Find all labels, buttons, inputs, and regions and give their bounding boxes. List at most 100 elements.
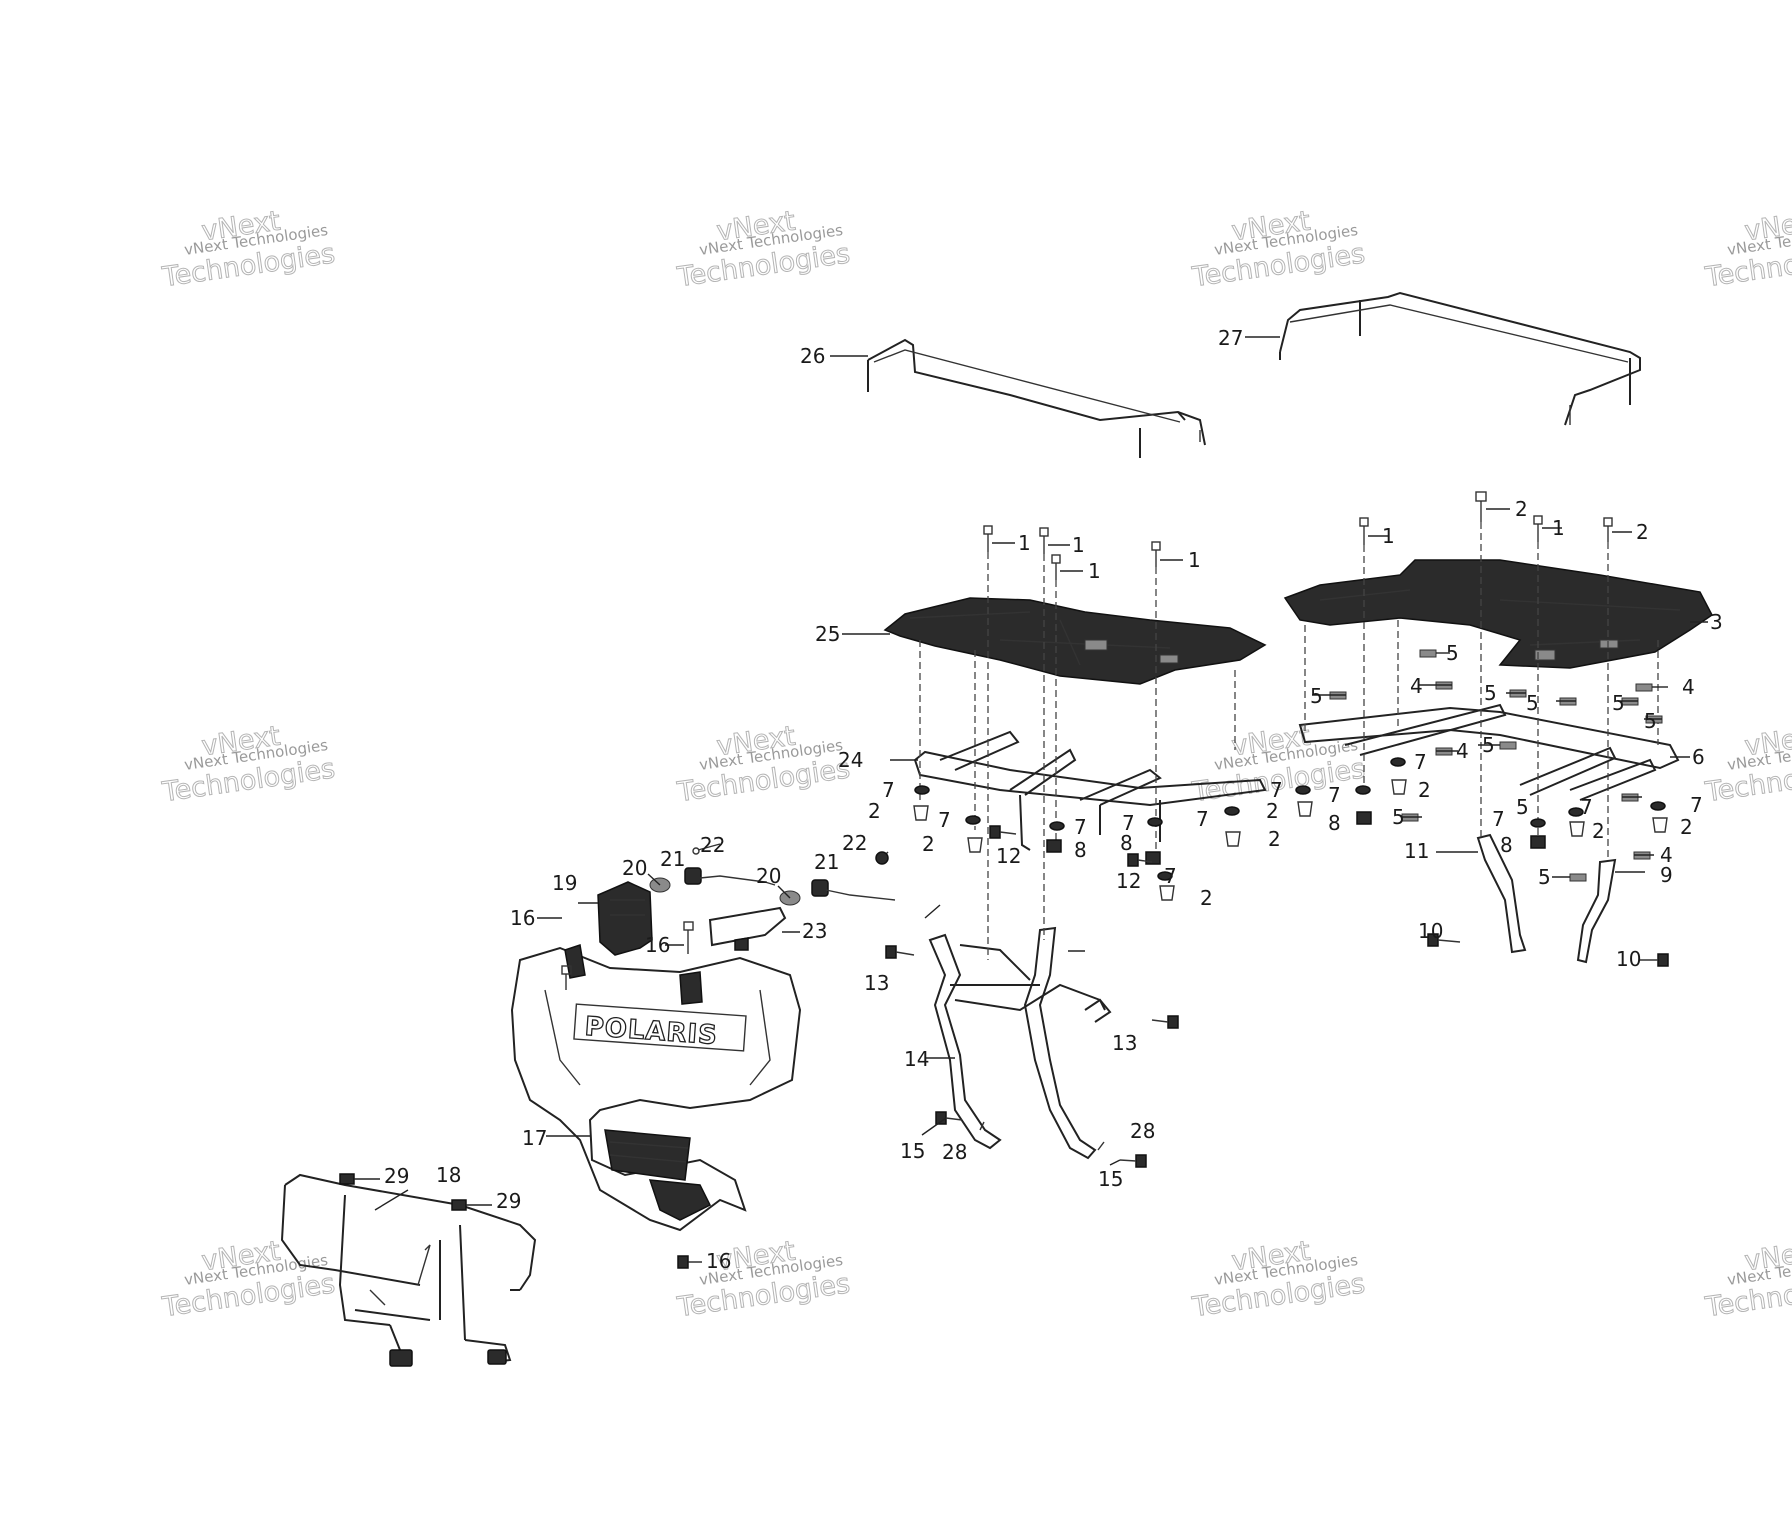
watermark: vNext vNext Technologies Technologies xyxy=(1189,205,1367,294)
callout-13: 13 xyxy=(864,971,889,995)
watermark: vNext vNext Technologies Technologies xyxy=(1189,1235,1367,1324)
washer-icon xyxy=(1568,807,1584,817)
callout-8: 8 xyxy=(1500,833,1513,857)
callout-2: 2 xyxy=(1418,778,1431,802)
bolt-icon xyxy=(1151,1015,1179,1029)
callout-8: 8 xyxy=(1074,838,1087,862)
bolt-icon xyxy=(561,965,572,990)
callout-7: 7 xyxy=(1580,795,1593,819)
washer-icon xyxy=(1157,871,1173,881)
callout-17: 17 xyxy=(522,1126,547,1150)
callout-5: 5 xyxy=(1612,691,1625,715)
callout-4: 4 xyxy=(1660,843,1673,867)
bolt-icon xyxy=(1159,885,1175,901)
callout-11: 11 xyxy=(1404,839,1429,863)
washer-icon xyxy=(1147,817,1163,827)
callout-4: 4 xyxy=(1456,739,1469,763)
callout-15: 15 xyxy=(1098,1167,1123,1191)
washer-icon xyxy=(1390,757,1406,767)
front-cover: POLARIS xyxy=(510,944,802,1232)
watermark: vNext vNext Technologies Technologies xyxy=(1702,205,1792,294)
bolt-icon xyxy=(1039,527,1049,554)
rear-bracket-right xyxy=(1576,858,1617,964)
callout-2: 2 xyxy=(1680,815,1693,839)
callout-24: 24 xyxy=(838,748,863,772)
bolt-icon xyxy=(1225,831,1241,847)
callout-7: 7 xyxy=(882,778,895,802)
rear-rack-rail xyxy=(1279,291,1641,426)
callout-5: 5 xyxy=(1516,795,1529,819)
front-bumper-bracket xyxy=(928,926,1112,1160)
callouts: 26 27 1 1 1 1 1 1 2 2 25 3 5 5 4 5 5 5 4… xyxy=(384,326,1723,1273)
nut-icon xyxy=(339,1173,355,1185)
washer-icon xyxy=(1530,818,1546,828)
callout-5: 5 xyxy=(1482,733,1495,757)
callout-12: 12 xyxy=(1116,869,1141,893)
callout-7: 7 xyxy=(1492,807,1505,831)
washer-icon xyxy=(1295,785,1311,795)
callout-27: 27 xyxy=(1218,326,1243,350)
washer-icon xyxy=(1049,821,1065,831)
callout-23: 23 xyxy=(802,919,827,943)
callout-21: 21 xyxy=(660,847,685,871)
callout-26: 26 xyxy=(800,344,825,368)
callout-7: 7 xyxy=(1270,778,1283,802)
callout-29: 29 xyxy=(496,1189,521,1213)
bolt-icon xyxy=(989,825,1017,839)
callout-8: 8 xyxy=(1328,811,1341,835)
callout-29: 29 xyxy=(384,1164,409,1188)
washer-icon xyxy=(914,785,930,795)
watermark: vNext vNext Technologies Technologies xyxy=(159,205,337,294)
callout-2: 2 xyxy=(1266,799,1279,823)
callout-14: 14 xyxy=(904,1047,929,1071)
bolt-icon xyxy=(683,921,694,954)
rear-rack-platform xyxy=(1283,559,1713,669)
callout-7: 7 xyxy=(1196,807,1209,831)
plug-icon xyxy=(1569,873,1587,882)
callout-13: 13 xyxy=(1112,1031,1137,1055)
callout-22: 22 xyxy=(700,833,725,857)
nut-icon xyxy=(1530,835,1546,849)
bolt-icon xyxy=(1119,1154,1147,1168)
callout-5: 5 xyxy=(1310,684,1323,708)
rear-bracket-left xyxy=(1476,833,1527,954)
watermark: vNext vNext Technologies Technologies xyxy=(674,720,852,809)
callout-19: 19 xyxy=(552,871,577,895)
bolt-icon xyxy=(1569,821,1585,837)
callout-7: 7 xyxy=(1164,864,1177,888)
callout-15: 15 xyxy=(900,1139,925,1163)
front-rack-rail xyxy=(867,338,1206,458)
callout-5: 5 xyxy=(1644,709,1657,733)
washer-icon xyxy=(965,815,981,825)
nut-icon xyxy=(1046,839,1062,853)
callout-2: 2 xyxy=(1636,520,1649,544)
bolt-icon xyxy=(1391,779,1407,795)
watermark: vNext vNext Technologies Technologies xyxy=(1702,1235,1792,1324)
callout-2: 2 xyxy=(1515,497,1528,521)
callout-6: 6 xyxy=(1692,745,1705,769)
bolt-icon xyxy=(1640,953,1669,967)
watermark: vNext vNext Technologies Technologies xyxy=(1702,720,1792,809)
callout-8: 8 xyxy=(1120,831,1133,855)
callout-7: 7 xyxy=(938,808,951,832)
logo-text: POLARIS xyxy=(584,1012,719,1051)
nut-icon xyxy=(1145,851,1161,865)
bolt-icon xyxy=(1533,515,1543,542)
bolt-icon xyxy=(1051,554,1061,580)
callout-18: 18 xyxy=(436,1163,461,1187)
bolt-icon xyxy=(1475,491,1487,522)
watermark: vNext vNext Technologies Technologies xyxy=(159,720,337,809)
callout-1: 1 xyxy=(1072,533,1085,557)
callout-28: 28 xyxy=(942,1140,967,1164)
bolt-icon xyxy=(677,1255,689,1269)
callout-21: 21 xyxy=(814,850,839,874)
front-rack-platform xyxy=(883,597,1267,685)
washer-icon xyxy=(1650,801,1666,811)
watermarks: vNext vNext Technologies Technologies vN… xyxy=(159,205,1792,1324)
callout-16: 16 xyxy=(645,933,670,957)
bolt-icon xyxy=(1427,933,1461,947)
callout-4: 4 xyxy=(1410,674,1423,698)
callout-7: 7 xyxy=(1414,750,1427,774)
callout-5: 5 xyxy=(1538,865,1551,889)
